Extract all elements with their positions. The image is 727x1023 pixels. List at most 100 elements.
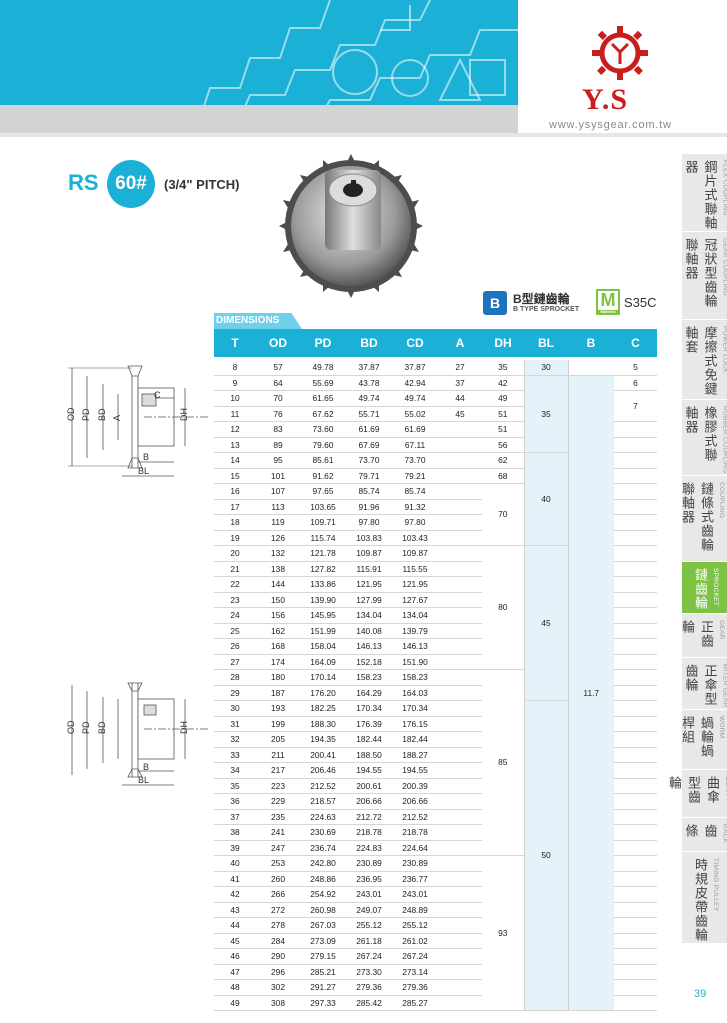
column-header-b: B — [586, 336, 596, 350]
sidebar-item-label-en: CURVED BEVEL GEAR — [724, 776, 727, 796]
b-type-icon: B — [483, 291, 507, 315]
cell-cd: 267.24 — [392, 948, 438, 965]
cell-c: 5 — [614, 360, 657, 376]
cell-t: 47 — [214, 964, 256, 980]
b-type-label-zh: B型鏈齒輪 — [513, 292, 570, 306]
cell-a — [438, 607, 482, 624]
cell-cd: 139.79 — [392, 623, 438, 639]
cell-od: 235 — [256, 809, 300, 825]
bd-label-lower: BD — [97, 721, 107, 734]
cell-od: 253 — [256, 855, 300, 872]
cell-cd: 121.95 — [392, 576, 438, 593]
cell-pd: 297.33 — [300, 995, 346, 1011]
cell-t: 16 — [214, 483, 256, 500]
column-header-c: C — [631, 336, 640, 350]
cell-od: 290 — [256, 948, 300, 965]
cell-c — [614, 855, 657, 872]
cell-cd: 42.94 — [392, 375, 438, 391]
cell-c — [614, 514, 657, 531]
cell-od: 126 — [256, 530, 300, 546]
cell-pd: 97.65 — [300, 483, 346, 500]
cell-od: 150 — [256, 592, 300, 608]
cell-pd: 279.15 — [300, 948, 346, 965]
cell-bd: 261.18 — [346, 933, 392, 949]
cell-od: 89 — [256, 437, 300, 453]
column-header-bd: BD — [360, 336, 378, 350]
cell-a — [438, 623, 482, 639]
cell-t: 46 — [214, 948, 256, 965]
cell-cd: 151.90 — [392, 654, 438, 670]
cell-pd: 242.80 — [300, 855, 346, 872]
bd-label: BD — [97, 408, 107, 421]
cell-pd: 254.92 — [300, 886, 346, 903]
cell-cd: 279.36 — [392, 979, 438, 996]
cell-bd: 115.91 — [346, 561, 392, 577]
cell-bd: 73.70 — [346, 452, 392, 469]
cell-c — [614, 871, 657, 887]
cell-cd: 212.52 — [392, 809, 438, 825]
sidebar-item-label-zh: 摩擦式免鍵軸套 — [682, 326, 717, 396]
cell-c — [614, 731, 657, 748]
cell-pd: 224.63 — [300, 809, 346, 825]
cell-pd: 61.65 — [300, 390, 346, 407]
cell-od: 57 — [256, 360, 300, 376]
cell-cd: 248.89 — [392, 902, 438, 918]
cell-pd: 91.62 — [300, 468, 346, 484]
cell-c — [614, 576, 657, 593]
cell-a — [438, 824, 482, 841]
cell-bd: 97.80 — [346, 514, 392, 531]
cell-c: 7 — [614, 390, 657, 422]
cell-bd: 164.29 — [346, 685, 392, 701]
cell-t: 49 — [214, 995, 256, 1011]
cell-od: 260 — [256, 871, 300, 887]
cell-cd: 158.23 — [392, 669, 438, 686]
cell-c — [614, 483, 657, 500]
cell-a — [438, 545, 482, 562]
cell-a — [438, 886, 482, 903]
cell-a: 44 — [438, 390, 482, 407]
cell-cd: 73.70 — [392, 452, 438, 469]
cell-cd: 91.32 — [392, 499, 438, 515]
header-logo-area — [518, 0, 727, 133]
cell-c: 6 — [614, 375, 657, 391]
cell-a — [438, 483, 482, 500]
cell-pd: 55.69 — [300, 375, 346, 391]
cell-a: 45 — [438, 406, 482, 422]
sidebar-item-curved-bevel-gear[interactable]: 曲傘型齒輪CURVED BEVEL GEAR — [666, 770, 727, 818]
cell-t: 26 — [214, 638, 256, 655]
cell-pd: 139.90 — [300, 592, 346, 608]
cell-a — [438, 840, 482, 856]
cell-t: 37 — [214, 809, 256, 825]
website-url[interactable]: www.ysysgear.com.tw — [549, 119, 672, 131]
cell-dh: 62 — [482, 452, 524, 469]
cell-t: 42 — [214, 886, 256, 903]
cell-a — [438, 716, 482, 732]
cell-cd: 188.27 — [392, 747, 438, 763]
cell-c — [614, 979, 657, 996]
cell-c — [614, 824, 657, 841]
cell-c — [614, 933, 657, 949]
cell-t: 24 — [214, 607, 256, 624]
cell-bd: 285.42 — [346, 995, 392, 1011]
cell-od: 247 — [256, 840, 300, 856]
cell-t: 30 — [214, 700, 256, 717]
cell-cd: 218.78 — [392, 824, 438, 841]
cell-bd: 188.50 — [346, 747, 392, 763]
